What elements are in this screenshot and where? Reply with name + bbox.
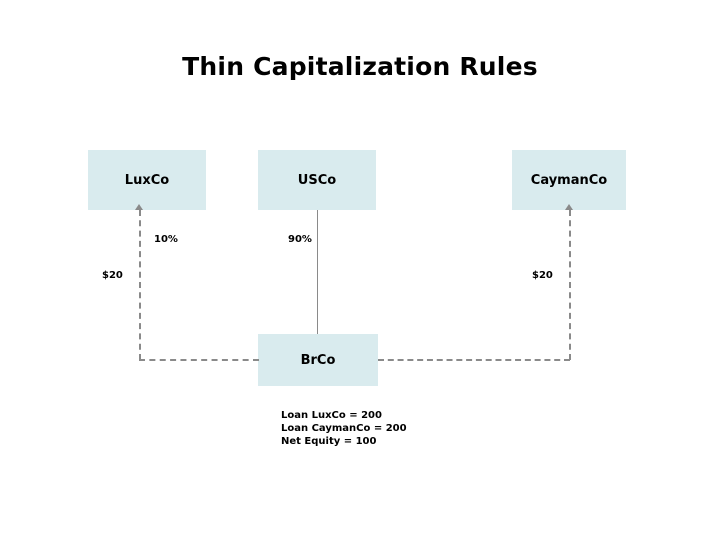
amount-label-left: $20 xyxy=(102,270,123,281)
arrow-up-caymanco-icon xyxy=(565,204,573,210)
connector-caymanco-horizontal xyxy=(378,359,570,361)
entity-box-brco[interactable]: BrCo xyxy=(258,334,378,386)
entity-box-luxco[interactable]: LuxCo xyxy=(88,150,206,210)
entity-label-usco: USCo xyxy=(297,172,337,188)
notes-line-loan-luxco: Loan LuxCo = 200 xyxy=(281,410,382,421)
notes-line-net-equity: Net Equity = 100 xyxy=(281,436,377,447)
page-title: Thin Capitalization Rules xyxy=(182,52,538,81)
connector-usco-vertical xyxy=(317,210,318,334)
entity-label-caymanco: CaymanCo xyxy=(530,172,608,188)
entity-label-brco: BrCo xyxy=(300,352,336,368)
entity-box-usco[interactable]: USCo xyxy=(258,150,376,210)
notes-block: Loan LuxCo = 200 Loan CaymanCo = 200 Net… xyxy=(281,409,407,448)
entity-label-luxco: LuxCo xyxy=(124,172,170,188)
connector-luxco-horizontal xyxy=(139,359,259,361)
entity-box-caymanco[interactable]: CaymanCo xyxy=(512,150,626,210)
ownership-label-usco: 90% xyxy=(288,234,312,245)
amount-label-right: $20 xyxy=(532,270,553,281)
ownership-label-luxco: 10% xyxy=(154,234,178,245)
connector-luxco-vertical xyxy=(139,210,141,360)
connector-caymanco-vertical xyxy=(569,210,571,360)
arrow-up-luxco-icon xyxy=(135,204,143,210)
notes-line-loan-caymanco: Loan CaymanCo = 200 xyxy=(281,423,407,434)
